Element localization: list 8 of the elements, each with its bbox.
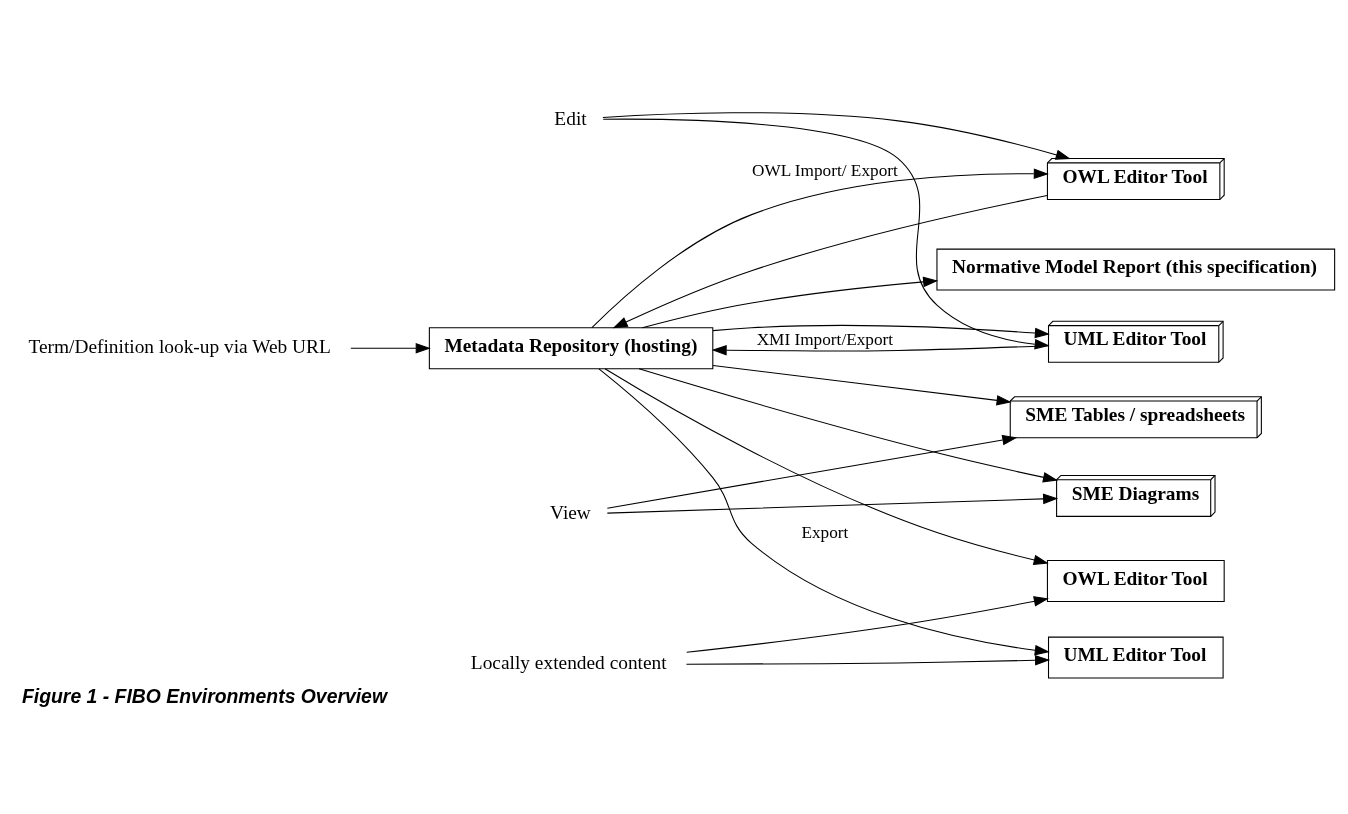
edge-label: XMI Import/Export [756, 329, 894, 349]
edge-label: OWL Import/ Export [751, 160, 898, 180]
node-text: View [550, 501, 591, 523]
node-text: Edit [554, 107, 587, 129]
node-text: Term/Definition look-up via Web URL [28, 336, 331, 358]
node-text: Locally extended content [470, 651, 667, 673]
edge-label: Export [801, 522, 849, 542]
caption: Figure 1 - FIBO Environments Overview [21, 685, 387, 708]
